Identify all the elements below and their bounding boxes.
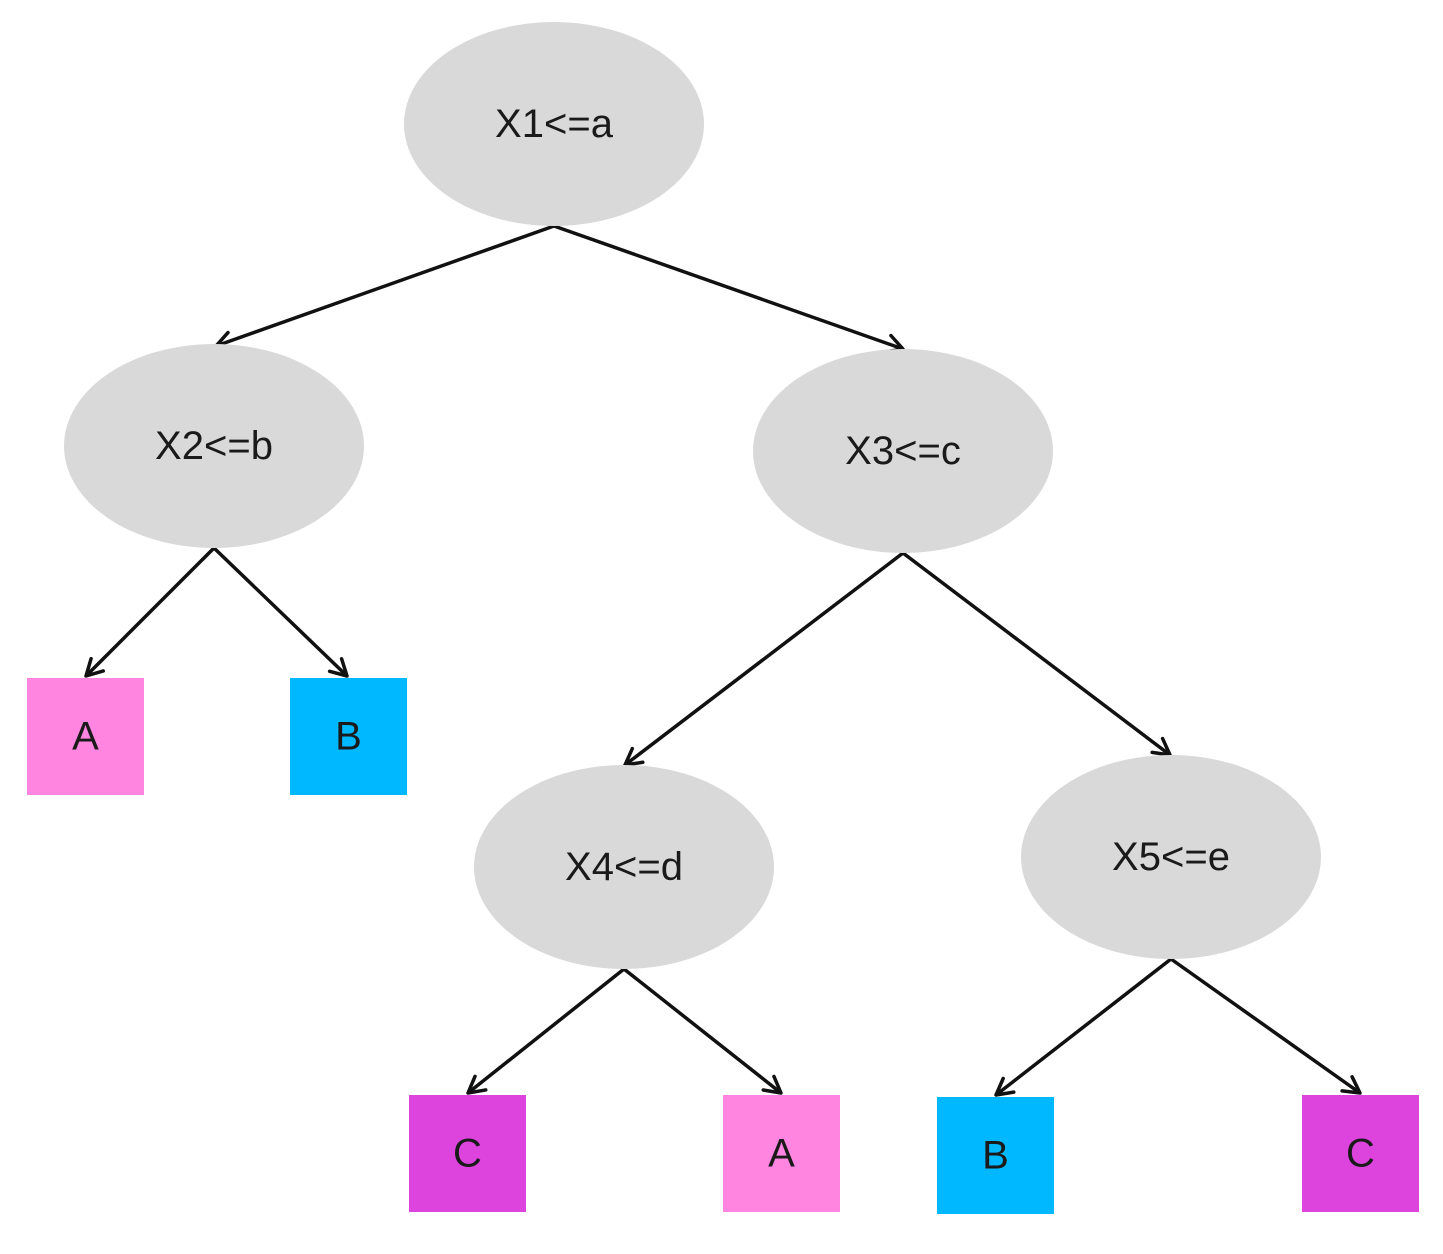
leaf-node-l5: B xyxy=(937,1097,1054,1214)
decision-node-shape xyxy=(64,344,364,548)
edge-line xyxy=(994,957,1173,1097)
arrowhead-icon xyxy=(761,1074,783,1095)
decision-node-n5: X5<=e xyxy=(1021,755,1321,959)
edge-line xyxy=(623,551,905,767)
edge-n1-n2 xyxy=(214,224,555,351)
edge-line xyxy=(622,967,783,1095)
edge-n2-l2 xyxy=(212,546,349,678)
edge-line xyxy=(553,224,904,351)
leaf-node-l3: C xyxy=(409,1095,526,1212)
edge-line xyxy=(1169,957,1362,1095)
decision-node-n3: X3<=c xyxy=(753,349,1053,553)
decision-node-label: X1<=a xyxy=(495,102,614,146)
arrowhead-icon xyxy=(1150,736,1172,757)
edge-n5-l6 xyxy=(1169,957,1362,1095)
edge-n4-l3 xyxy=(466,967,626,1095)
arrowhead-icon xyxy=(623,746,645,767)
leaf-node-shape xyxy=(723,1095,840,1212)
edge-line xyxy=(84,546,216,678)
edge-line xyxy=(466,967,626,1095)
leaf-node-l1: A xyxy=(27,678,144,795)
edge-line xyxy=(212,546,349,678)
edge-n3-n4 xyxy=(623,551,905,767)
leaf-node-label: C xyxy=(1346,1132,1375,1176)
decision-node-shape xyxy=(474,765,774,969)
nodes-layer: X1<=aX2<=b X3<=cA B X4<=d X5<=eC A B C xyxy=(27,22,1419,1214)
edge-n1-n3 xyxy=(553,224,905,354)
edges-layer xyxy=(84,224,1362,1097)
leaf-node-l2: B xyxy=(290,678,407,795)
leaf-node-shape xyxy=(409,1095,526,1212)
edge-n3-n5 xyxy=(901,551,1172,757)
decision-node-shape xyxy=(753,349,1053,553)
edge-n2-l1 xyxy=(84,546,216,678)
leaf-node-shape xyxy=(27,678,144,795)
leaf-node-shape xyxy=(290,678,407,795)
leaf-node-label: A xyxy=(768,1132,795,1176)
edge-line xyxy=(215,224,555,348)
decision-node-label: X5<=e xyxy=(1112,835,1230,879)
leaf-node-l6: C xyxy=(1302,1095,1419,1212)
arrowhead-icon xyxy=(466,1074,488,1095)
edge-line xyxy=(901,551,1172,757)
decision-node-n2: X2<=b xyxy=(64,344,364,548)
leaf-node-label: C xyxy=(453,1132,482,1176)
decision-node-n1: X1<=a xyxy=(404,22,704,226)
leaf-node-shape xyxy=(1302,1095,1419,1212)
leaf-node-shape xyxy=(937,1097,1054,1214)
arrowhead-icon xyxy=(84,656,106,678)
arrowhead-icon xyxy=(327,657,349,678)
leaf-node-l4: A xyxy=(723,1095,840,1212)
decision-node-label: X3<=c xyxy=(845,429,961,473)
decision-node-label: X2<=b xyxy=(155,424,273,468)
decision-node-shape xyxy=(1021,755,1321,959)
decision-node-label: X4<=d xyxy=(565,845,683,889)
edge-n4-l4 xyxy=(622,967,783,1095)
decision-node-n4: X4<=d xyxy=(474,765,774,969)
decision-node-shape xyxy=(404,22,704,226)
arrowhead-icon xyxy=(1340,1075,1362,1095)
arrowhead-icon xyxy=(994,1076,1016,1097)
leaf-node-label: A xyxy=(72,715,99,759)
edge-n5-l5 xyxy=(994,957,1173,1097)
leaf-node-label: B xyxy=(335,715,362,759)
leaf-node-label: B xyxy=(982,1134,1009,1178)
